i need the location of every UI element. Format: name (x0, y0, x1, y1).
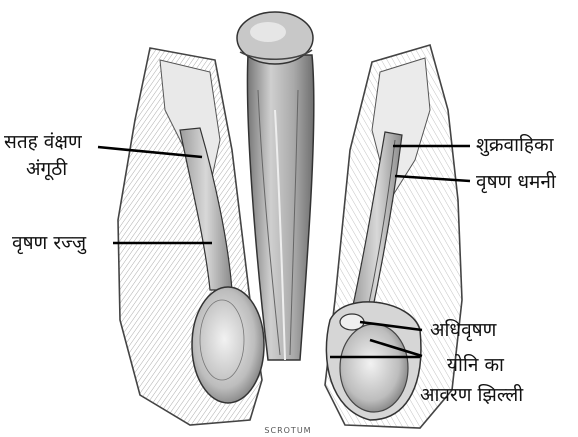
label-tunica-vaginalis-line2: आवरण झिल्ली (420, 383, 523, 407)
right-testis (340, 324, 408, 412)
label-epididymis: अधिवृषण (430, 318, 496, 342)
label-testicular-artery: वृषण धमनी (476, 170, 556, 194)
glans (237, 12, 313, 64)
label-spermatic-cord: वृषण रज्जु (12, 231, 86, 255)
label-vas-deferens: शुक्रवाहिका (476, 133, 554, 157)
label-superficial-inguinal-ring-line1: सतह वंक्षण (4, 130, 82, 154)
left-testis (192, 287, 264, 403)
label-tunica-vaginalis-line1: योनि का (447, 353, 504, 377)
label-superficial-inguinal-ring-line2: अंगूठी (26, 157, 67, 181)
scrotum-caption: SCROTUM (264, 426, 311, 435)
